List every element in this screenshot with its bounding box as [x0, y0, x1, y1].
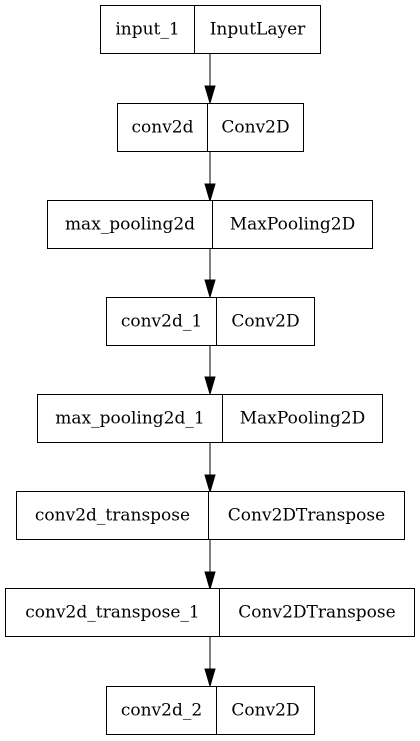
layer-type: Conv2D — [231, 312, 299, 332]
layer-node-max-pooling2d: max_pooling2d MaxPooling2D — [47, 200, 373, 249]
layer-type: Conv2D — [221, 118, 289, 138]
layer-name: conv2d_transpose — [35, 506, 190, 526]
edge-1 — [204, 54, 216, 105]
layer-node-conv2d-transpose-1: conv2d_transpose_1 Conv2DTranspose — [5, 588, 415, 637]
layer-type: Conv2D — [231, 701, 299, 721]
layer-node-input-1: input_1 InputLayer — [100, 5, 321, 54]
edge-7 — [204, 637, 216, 688]
layer-node-conv2d-transpose: conv2d_transpose Conv2DTranspose — [16, 491, 405, 540]
layer-name: max_pooling2d_1 — [55, 409, 204, 429]
edge-6 — [204, 540, 216, 591]
edge-5 — [204, 443, 216, 494]
layer-node-conv2d-2: conv2d_2 Conv2D — [106, 686, 315, 735]
edge-2 — [204, 152, 216, 203]
layer-name: conv2d_transpose_1 — [25, 603, 200, 623]
edge-4 — [204, 346, 216, 396]
layer-node-conv2d-1: conv2d_1 Conv2D — [106, 297, 315, 346]
layer-type: MaxPooling2D — [230, 215, 356, 235]
layer-type: InputLayer — [210, 20, 306, 40]
layer-type: Conv2DTranspose — [228, 506, 385, 526]
layer-name: conv2d_2 — [121, 701, 202, 721]
layer-node-conv2d: conv2d Conv2D — [117, 103, 304, 152]
layer-type: MaxPooling2D — [240, 409, 366, 429]
layer-type: Conv2DTranspose — [238, 603, 395, 623]
layer-name: conv2d — [131, 118, 193, 138]
layer-node-max-pooling2d-1: max_pooling2d_1 MaxPooling2D — [37, 394, 383, 443]
layer-name: input_1 — [115, 20, 179, 40]
layer-name: max_pooling2d — [65, 215, 195, 235]
layer-name: conv2d_1 — [121, 312, 202, 332]
edge-3 — [204, 249, 216, 299]
